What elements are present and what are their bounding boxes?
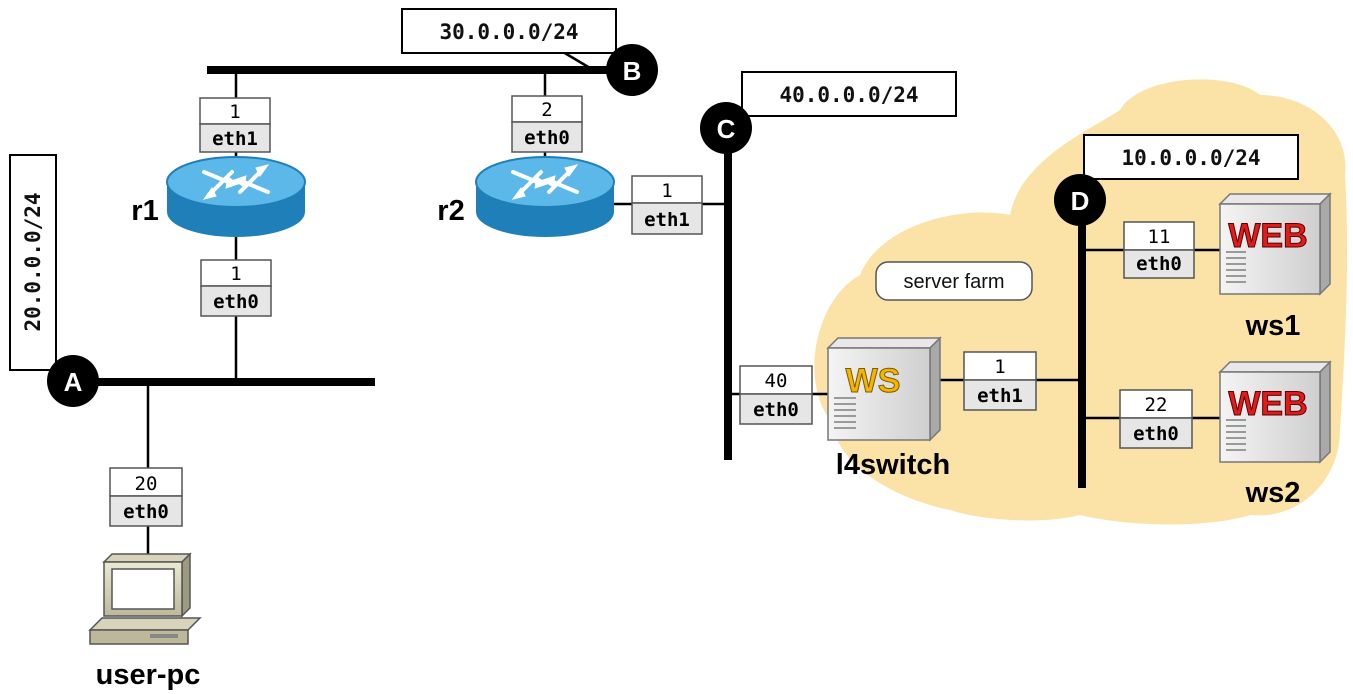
network-node-a-letter: A: [64, 367, 83, 397]
iface-l4-eth0-host: 40: [765, 370, 788, 392]
iface-r1-eth0-name: eth0: [213, 291, 259, 313]
iface-r1-eth1: 1 eth1: [200, 98, 270, 152]
iface-ws1-eth0-name: eth0: [1136, 253, 1182, 275]
iface-r1-eth1-name: eth1: [212, 128, 258, 150]
iface-l4-eth0-name: eth0: [753, 399, 799, 421]
cidr-a: 20.0.0.0/24: [10, 155, 56, 370]
iface-r2-eth0-name: eth0: [524, 127, 570, 149]
server-ws1-name: ws1: [1245, 310, 1301, 342]
router-icon: [167, 157, 305, 237]
iface-r2-eth1: 1 eth1: [632, 176, 702, 234]
cidr-d-text: 10.0.0.0/24: [1121, 146, 1260, 170]
host-user-pc[interactable]: user-pc: [90, 554, 200, 691]
router-r2-name: r2: [437, 195, 464, 227]
iface-l4-eth1-name: eth1: [977, 385, 1023, 407]
cidr-b-text: 30.0.0.0/24: [439, 20, 578, 44]
iface-l4-eth1-host: 1: [994, 356, 1005, 378]
iface-r2-eth1-name: eth1: [644, 209, 690, 231]
iface-user-pc-eth0-name: eth0: [123, 501, 169, 523]
iface-r1-eth0: 1 eth0: [201, 260, 271, 316]
ws-server-icon: WS: [828, 338, 940, 440]
router-r2[interactable]: r2: [437, 157, 614, 237]
router-r1[interactable]: r1: [131, 157, 305, 237]
router-icon: [476, 157, 614, 237]
server-ws2-name: ws2: [1245, 477, 1301, 509]
iface-ws2-eth0-host: 22: [1145, 394, 1168, 416]
iface-r1-eth1-host: 1: [229, 101, 240, 123]
network-node-d-letter: D: [1071, 186, 1090, 216]
l4switch-badge: WS: [846, 362, 901, 400]
iface-l4-eth1: 1 eth1: [964, 352, 1036, 410]
network-node-d: D: [1054, 174, 1106, 226]
computer-icon: [90, 554, 200, 644]
network-node-c-letter: C: [717, 114, 736, 144]
web-server-icon: WEB: [1220, 194, 1330, 294]
server-farm-label: server farm: [903, 271, 1004, 293]
router-r1-name: r1: [131, 195, 158, 227]
cidr-b: 30.0.0.0/24: [402, 9, 616, 53]
cidr-c: 40.0.0.0/24: [742, 72, 956, 116]
iface-r2-eth0-host: 2: [541, 99, 552, 121]
iface-user-pc-eth0-host: 20: [135, 473, 158, 495]
network-node-b-letter: B: [623, 56, 642, 86]
ws2-badge: WEB: [1228, 385, 1307, 423]
network-node-b: B: [606, 44, 658, 96]
server-l4switch-name: l4switch: [836, 449, 950, 481]
iface-ws2-eth0-name: eth0: [1133, 423, 1179, 445]
ws1-badge: WEB: [1228, 217, 1307, 255]
network-node-a: A: [47, 355, 99, 407]
cidr-a-text: 20.0.0.0/24: [21, 192, 45, 331]
iface-r1-eth0-host: 1: [230, 263, 241, 285]
iface-ws2-eth0: 22 eth0: [1120, 390, 1192, 448]
iface-l4-eth0: 40 eth0: [740, 366, 812, 424]
iface-r2-eth0: 2 eth0: [512, 96, 582, 152]
cidr-c-text: 40.0.0.0/24: [779, 83, 918, 107]
web-server-icon: WEB: [1220, 362, 1330, 462]
network-node-c: C: [700, 102, 752, 154]
iface-ws1-eth0: 11 eth0: [1124, 222, 1194, 278]
iface-r2-eth1-host: 1: [661, 180, 672, 202]
cidr-d: 10.0.0.0/24: [1084, 135, 1298, 179]
iface-user-pc-eth0: 20 eth0: [110, 468, 182, 526]
server-l4switch[interactable]: WS l4switch: [828, 338, 950, 481]
host-user-pc-name: user-pc: [96, 659, 201, 691]
iface-ws1-eth0-host: 11: [1148, 226, 1171, 248]
